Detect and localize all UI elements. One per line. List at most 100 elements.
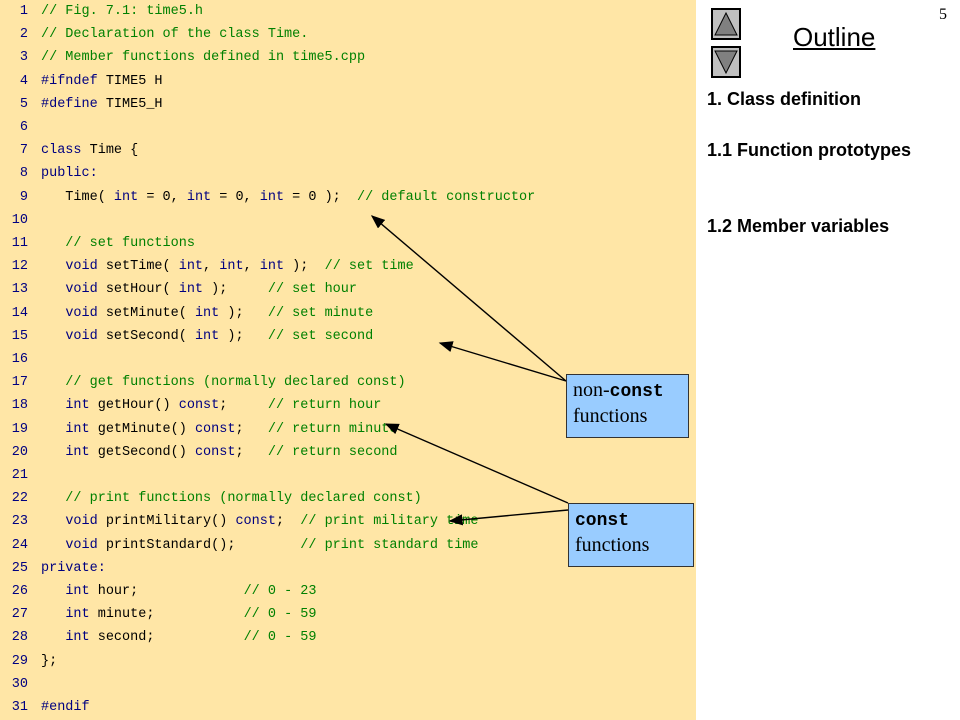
code-token: TIME5_H xyxy=(97,96,163,112)
code-comment: // 0 - 59 xyxy=(243,630,317,646)
code-line: 5#define TIME5_H xyxy=(0,95,696,115)
code-comment: // set minute xyxy=(267,305,374,321)
code-line: 3// Member functions defined in time5.cp… xyxy=(0,48,696,68)
code-keyword: void xyxy=(65,282,98,298)
line-number: 2 xyxy=(19,27,28,43)
code-line: 27 int minute; // 0 - 59 xyxy=(0,605,696,625)
code-keyword: int xyxy=(113,189,139,205)
line-number: 14 xyxy=(11,305,28,321)
code-text: int second; // 0 - 59 xyxy=(41,630,316,645)
code-text: int getSecond() const; // return second xyxy=(41,444,397,460)
line-number: 27 xyxy=(11,607,28,623)
code-line: 22 // print functions (normally declared… xyxy=(0,489,696,509)
code-keyword: void xyxy=(65,305,98,321)
code-token: minute; xyxy=(89,607,244,623)
code-line: 7 class Time { xyxy=(0,141,696,161)
code-token: TIME5 H xyxy=(97,73,163,89)
code-text: // Fig. 7.1: time5.h xyxy=(41,4,203,19)
code-token: = 0, xyxy=(138,189,187,205)
code-keyword: int xyxy=(259,259,285,275)
code-text: void setTime( int, int, int ); // set ti… xyxy=(41,259,414,275)
line-number: 22 xyxy=(11,491,28,507)
code-comment: // set time xyxy=(324,259,414,275)
code-keyword: int xyxy=(178,282,204,298)
code-keyword: int xyxy=(186,189,212,205)
code-text: // Declaration of the class Time. xyxy=(41,27,308,42)
code-keyword: const xyxy=(194,444,236,460)
code-text: Time( int = 0, int = 0, int = 0 ); // de… xyxy=(41,190,535,205)
line-number: 19 xyxy=(11,421,28,437)
code-line: 2 // Declaration of the class Time. xyxy=(0,25,696,45)
code-text: int hour; // 0 - 23 xyxy=(41,584,316,599)
code-keyword: int xyxy=(65,398,90,414)
line-number: 26 xyxy=(11,584,28,599)
code-token: setTime( xyxy=(97,259,179,275)
code-keyword: class xyxy=(41,143,82,159)
code-text: int minute; // 0 - 59 xyxy=(41,607,316,622)
outline-item-function-prototypes: 1.1 Function prototypes xyxy=(707,140,912,160)
code-comment: // Declaration of the class Time. xyxy=(41,27,309,43)
code-keyword: void xyxy=(65,328,98,344)
code-comment: // set second xyxy=(267,328,374,344)
code-comment: // set hour xyxy=(267,282,357,298)
line-number: 24 xyxy=(11,537,28,553)
code-token: , xyxy=(203,259,220,275)
code-line: 26 int hour; // 0 - 23 xyxy=(0,582,696,602)
code-line: 18 int getHour() const; // return hour xyxy=(0,396,696,416)
code-line: 20 int getSecond() const; // return seco… xyxy=(0,443,696,463)
code-token: ); xyxy=(203,282,268,298)
code-comment: // 0 - 59 xyxy=(243,607,317,623)
code-keyword: int xyxy=(65,444,90,460)
code-comment: // 0 - 23 xyxy=(243,584,317,599)
code-line: 14 void setMinute( int ); // set minute xyxy=(0,304,696,324)
code-token: ); xyxy=(219,305,268,321)
code-token: getSecond() xyxy=(89,444,195,460)
code-keyword: public: xyxy=(41,166,98,182)
code-text: void setHour( int ); // set hour xyxy=(41,282,357,297)
previous-slide-button[interactable] xyxy=(711,8,741,40)
code-text: // print functions (normally declared co… xyxy=(41,491,422,507)
code-keyword: int xyxy=(178,259,204,275)
code-comment: // Fig. 7.1: time5.h xyxy=(41,4,204,19)
code-text: int getHour() const; // return hour xyxy=(41,398,381,413)
code-text: }; xyxy=(41,654,57,669)
line-number: 6 xyxy=(19,120,28,135)
code-text: public: xyxy=(41,166,98,181)
callout-const-label: functions xyxy=(575,534,650,556)
next-slide-button[interactable] xyxy=(711,46,741,78)
code-token: hour; xyxy=(89,584,244,599)
code-comment: // return hour xyxy=(267,398,382,414)
code-token: ; xyxy=(275,514,301,530)
callout-nonconst-label: functions xyxy=(573,405,648,427)
outline-title: Outline xyxy=(793,22,876,52)
outline-panel: Outline 5 1. Class definition 1.1 Functi… xyxy=(697,0,960,720)
code-keyword: void xyxy=(65,259,98,275)
code-text: #define TIME5_H xyxy=(41,97,163,112)
code-token: ); xyxy=(284,259,325,275)
code-keyword: int xyxy=(259,189,285,205)
code-token: = 0 ); xyxy=(284,189,357,205)
outline-item-member-variables: 1.2 Member variables xyxy=(707,216,890,236)
code-keyword: int xyxy=(194,328,220,344)
code-keyword: const xyxy=(178,398,220,414)
code-keyword: void xyxy=(65,537,98,553)
line-number: 15 xyxy=(11,328,28,344)
code-keyword: private: xyxy=(41,560,106,576)
code-comment: // print standard time xyxy=(300,537,479,553)
code-line: 13 void setHour( int ); // set hour xyxy=(0,280,696,300)
code-line: 21 xyxy=(0,466,696,486)
arrow-to-getminute xyxy=(384,423,569,504)
code-token: = 0, xyxy=(211,189,260,205)
code-text: class Time { xyxy=(41,143,138,158)
code-line: 30 xyxy=(0,675,696,695)
code-comment: // print functions (normally declared co… xyxy=(41,491,422,507)
code-token: second; xyxy=(89,630,244,646)
code-text: #endif xyxy=(41,700,90,715)
code-token: setSecond( xyxy=(97,328,195,344)
code-line: 6 xyxy=(0,118,696,138)
line-number: 7 xyxy=(19,143,28,159)
line-number: 31 xyxy=(11,700,28,715)
